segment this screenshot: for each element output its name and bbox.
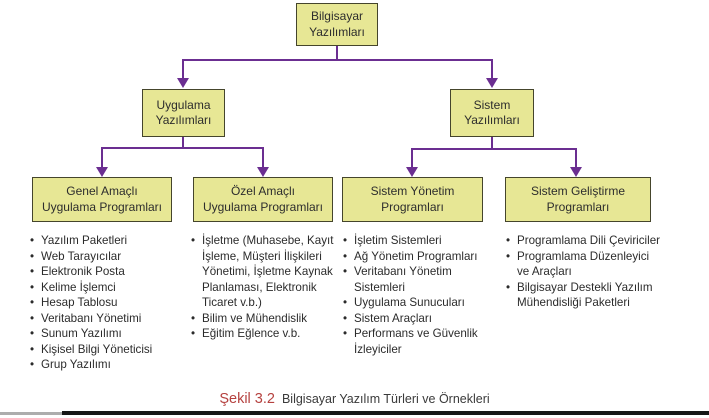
node-uygulama-yazilimlari: Uygulama Yazılımları: [142, 89, 225, 137]
list-item: Programlama Dili Çeviriciler: [506, 233, 664, 249]
list-item: Veritabanı Yönetim Sistemleri: [343, 264, 495, 295]
node-sistem-yonetim-programlari: Sistem Yönetim Programları: [342, 177, 483, 222]
list-item: Elektronik Posta: [30, 264, 186, 280]
list-sistem-yonetim: İşletim SistemleriAğ Yönetim Programları…: [343, 233, 495, 357]
node-genel-amacli-uygulama-programlari: Genel Amaçlı Uygulama Programları: [32, 177, 172, 222]
bottom-rule-black: [62, 411, 709, 415]
list-item: Web Tarayıcılar: [30, 249, 186, 265]
node-root: Bilgisayar Yazılımları: [296, 3, 378, 46]
list-item: Ağ Yönetim Programları: [343, 249, 495, 265]
list-item: Kelime İşlemci: [30, 280, 186, 296]
list-item: Yazılım Paketleri: [30, 233, 186, 249]
arrowhead-icon: [96, 78, 582, 177]
bottom-rule-gray: [0, 412, 62, 415]
list-item: Performans ve Güvenlik İzleyiciler: [343, 326, 495, 357]
list-item: Eğitim Eğlence v.b.: [191, 326, 341, 342]
list-item: Hesap Tablosu: [30, 295, 186, 311]
figure-caption: Şekil 3.2 Bilgisayar Yazılım Türleri ve …: [0, 391, 709, 407]
list-item: İşletme (Muhasebe, Kayıt İşleme, Müşteri…: [191, 233, 341, 311]
node-sistem-yazilimlari: Sistem Yazılımları: [450, 89, 534, 137]
list-item: Sistem Araçları: [343, 311, 495, 327]
list-ozel-amacli: İşletme (Muhasebe, Kayıt İşleme, Müşteri…: [191, 233, 341, 342]
list-item: Bilim ve Mühendislik: [191, 311, 341, 327]
list-item: Uygulama Sunucuları: [343, 295, 495, 311]
node-sistem-gelistirme-programlari: Sistem Geliştirme Programları: [505, 177, 651, 222]
list-sistem-gelistirme: Programlama Dili ÇeviricilerProgramlama …: [506, 233, 664, 311]
list-item: Grup Yazılımı: [30, 357, 186, 373]
list-item: Kişisel Bilgi Yöneticisi: [30, 342, 186, 358]
figure-label: Şekil 3.2: [219, 391, 275, 407]
list-item: İşletim Sistemleri: [343, 233, 495, 249]
list-item: Veritabanı Yönetimi: [30, 311, 186, 327]
list-genel-amacli: Yazılım PaketleriWeb TarayıcılarElektron…: [30, 233, 186, 373]
list-item: Sunum Yazılımı: [30, 326, 186, 342]
figure-title: Bilgisayar Yazılım Türleri ve Örnekleri: [281, 392, 490, 406]
list-item: Bilgisayar Destekli Yazılım Mühendisliği…: [506, 280, 664, 311]
node-ozel-amacli-uygulama-programlari: Özel Amaçlı Uygulama Programları: [193, 177, 333, 222]
list-item: Programlama Düzenleyici ve Araçları: [506, 249, 664, 280]
